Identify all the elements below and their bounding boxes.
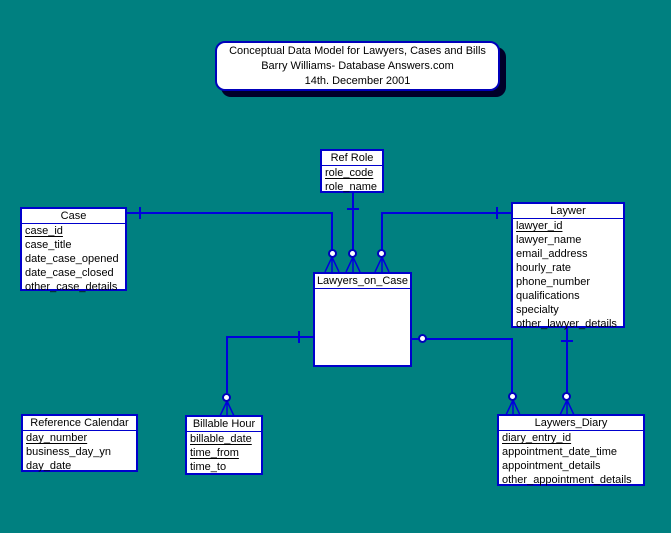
relationship-line-lawyers-on-case-billable-hour [227,336,313,338]
entity-laywers-diary: Laywers_Diary diary_entry_id appointment… [497,414,645,486]
zero-cardinality-circle-icon [508,392,517,401]
diagram-title-box: Conceptual Data Model for Lawyers, Cases… [215,41,500,91]
one-cardinality-tick-icon [561,340,573,342]
field-billable-date: billable_date [190,433,252,445]
field-other-lawyer-details: other_lawyer_details [516,318,617,330]
field-case-title: case_title [25,239,72,251]
entity-title: Case [22,209,125,224]
relationship-line-case-lawyers-on-case [331,212,333,250]
zero-cardinality-circle-icon [348,249,357,258]
entity-case: Case case_id case_title date_case_opened… [20,207,127,293]
field-other-case-details: other_case_details [25,281,118,293]
field-day-date: day_date [26,460,72,472]
field-qualifications: qualifications [516,290,580,302]
crow-foot-icon [559,400,575,415]
one-cardinality-tick-icon [298,331,300,343]
entity-title: Billable Hour [187,417,261,432]
crow-foot-icon [374,257,390,272]
one-cardinality-tick-icon [347,208,359,210]
entity-title: Laywers_Diary [499,416,643,431]
field-lawyer-id: lawyer_id [516,220,563,232]
relationship-line-laywer-lawyers-on-case [381,212,383,250]
entity-ref-role: Ref Role role_code role_name [320,149,384,193]
entity-title: Laywer [513,204,623,219]
relationship-line-lawyers-on-case-billable-hour [226,336,228,393]
entity-title: Lawyers_on_Case [315,275,410,289]
zero-cardinality-circle-icon [328,249,337,258]
zero-cardinality-circle-icon [418,334,427,343]
field-business-day-yn: business_day_yn [26,446,112,458]
field-email-address: email_address [516,248,588,260]
crow-foot-icon [324,257,340,272]
field-lawyer-name: lawyer_name [516,234,582,246]
field-specialty: specialty [516,304,559,316]
field-date-case-closed: date_case_closed [25,267,114,279]
one-cardinality-tick-icon [139,207,141,219]
relationship-line-refrole-lawyers-on-case [352,190,354,250]
field-day-number: day_number [26,432,88,444]
entity-laywer: Laywer lawyer_id lawyer_name email_addre… [511,202,625,330]
relationship-line-lawyers-on-case-laywers-diary [412,338,513,340]
field-appointment-date-time: appointment_date_time [502,446,617,458]
entity-reference-calendar: Reference Calendar day_number business_d… [21,414,138,472]
field-case-id: case_id [25,225,63,237]
relationship-line-laywer-lawyers-on-case [382,212,511,214]
entity-title: Ref Role [322,151,382,166]
field-date-case-opened: date_case_opened [25,253,119,265]
entity-title: Reference Calendar [23,416,136,431]
diagram-author: Barry Williams- Database Answers.com [261,59,454,72]
diagram-date: 14th. December 2001 [304,74,411,87]
crow-foot-icon [505,400,521,415]
relationship-line-case-lawyers-on-case [127,212,333,214]
relationship-line-laywer-laywers-diary [566,327,568,393]
zero-cardinality-circle-icon [222,393,231,402]
zero-cardinality-circle-icon [562,392,571,401]
field-role-code: role_code [325,167,374,179]
crow-foot-icon [219,401,235,416]
field-phone-number: phone_number [516,276,591,288]
relationship-line-lawyers-on-case-laywers-diary [511,338,513,393]
field-time-to: time_to [190,461,227,473]
field-time-from: time_from [190,447,239,459]
crow-foot-icon [345,257,361,272]
field-role-name: role_name [325,181,377,193]
diagram-title: Conceptual Data Model for Lawyers, Cases… [229,44,486,57]
field-appointment-details: appointment_details [502,460,601,472]
field-other-appointment-details: other_appointment_details [502,474,632,486]
zero-cardinality-circle-icon [377,249,386,258]
field-diary-entry-id: diary_entry_id [502,432,572,444]
entity-lawyers-on-case: Lawyers_on_Case [313,272,412,367]
one-cardinality-tick-icon [496,207,498,219]
field-hourly-rate: hourly_rate [516,262,572,274]
entity-billable-hour: Billable Hour billable_date time_from ti… [185,415,263,475]
